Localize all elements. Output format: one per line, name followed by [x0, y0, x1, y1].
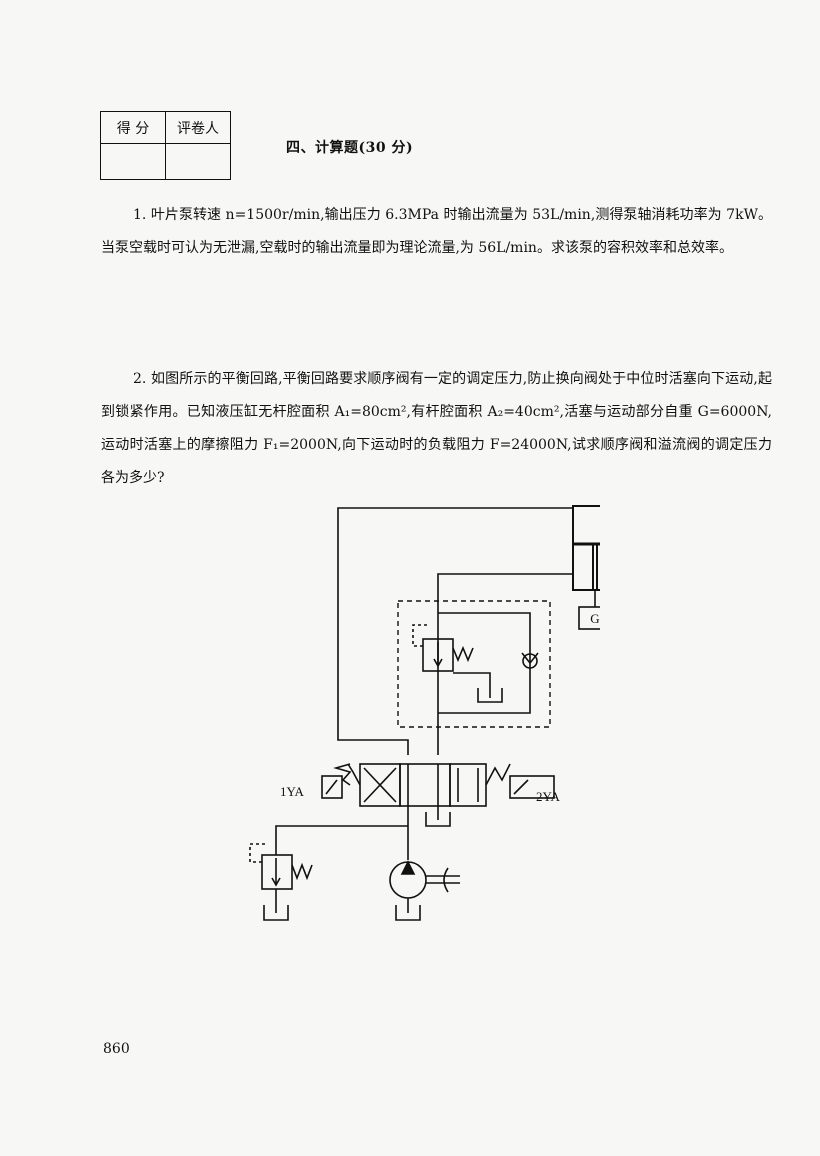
score-table: 得 分 评卷人 — [100, 111, 231, 180]
question-2-text: 如图所示的平衡回路,平衡回路要求顺序阀有一定的调定压力,防止换向阀处于中位时活塞… — [101, 371, 772, 486]
hydraulic-cylinder — [572, 505, 600, 591]
balance-circuit-diagram: G — [249, 505, 600, 921]
question-2: 2. 如图所示的平衡回路,平衡回路要求顺序阀有一定的调定压力,防止换向阀处于中位… — [101, 363, 772, 495]
grader-cell[interactable] — [165, 143, 231, 180]
section-title: 四、计算题(30 分) — [286, 140, 414, 156]
grader-header: 评卷人 — [165, 111, 231, 144]
page-number: 860 — [103, 1041, 130, 1057]
hydraulic-pump — [389, 860, 460, 921]
sequence-valve — [412, 612, 539, 714]
directional-valve — [321, 763, 555, 807]
pipe-cylinder-top — [337, 507, 573, 755]
relief-branch-line — [275, 825, 408, 855]
question-2-number: 2. — [133, 371, 147, 387]
solenoid-2ya-label: 2YA — [536, 789, 560, 804]
score-header: 得 分 — [100, 111, 166, 144]
sequence-valve-box — [397, 600, 551, 728]
question-1: 1. 叶片泵转速 n=1500r/min,输出压力 6.3MPa 时输出流量为 … — [101, 199, 772, 265]
relief-valve — [249, 843, 313, 921]
question-1-text: 叶片泵转速 n=1500r/min,输出压力 6.3MPa 时输出流量为 53L… — [101, 207, 772, 256]
weight-block: G — [578, 590, 600, 630]
question-1-number: 1. — [133, 207, 147, 223]
valve-tank — [425, 812, 451, 827]
solenoid-1ya-label: 1YA — [280, 784, 304, 799]
weight-label: G — [590, 611, 599, 626]
pipe-cylinder-rod — [437, 573, 573, 755]
score-cell[interactable] — [100, 143, 166, 180]
